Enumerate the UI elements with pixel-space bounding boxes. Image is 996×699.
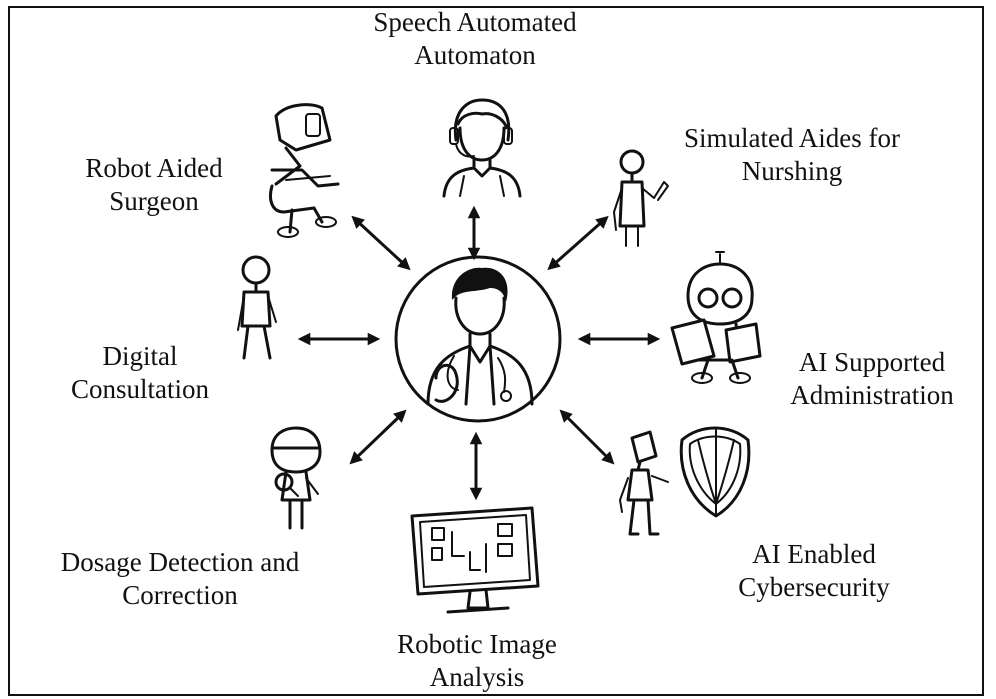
- node-label-surgeon: Robot Aided Surgeon: [44, 152, 264, 218]
- label-line: Consultation: [70, 374, 209, 404]
- label-line: Robot Aided: [85, 153, 223, 183]
- label-line: Dosage Detection and: [60, 547, 300, 577]
- nurse-figure-icon: [613, 149, 669, 247]
- node-label-speech: Speech Automated Automaton: [300, 6, 650, 72]
- label-line: Automaton: [414, 40, 536, 70]
- node-label-admin: AI Supported Administration: [764, 346, 980, 412]
- label-line: Nurshing: [741, 156, 843, 186]
- arrow-cyber: [559, 409, 615, 465]
- arrow-nursing: [547, 215, 609, 271]
- arrow-dosage: [349, 409, 407, 465]
- label-line: AI Supported: [798, 347, 946, 377]
- robot-with-papers-icon: [670, 251, 762, 384]
- connector-arrows: [297, 205, 661, 501]
- label-line: Analysis: [429, 662, 525, 692]
- node-label-cyber: AI Enabled Cybersecurity: [704, 538, 924, 604]
- label-line: Robotic Image: [397, 629, 557, 659]
- node-label-consult: Digital Consultation: [40, 340, 240, 406]
- node-label-dosage: Dosage Detection and Correction: [20, 546, 340, 612]
- standing-person-icon: [237, 255, 277, 360]
- node-label-image: Robotic Image Analysis: [352, 628, 602, 694]
- surgical-robot-icon: [269, 103, 340, 238]
- label-line: Correction: [122, 580, 238, 610]
- arrow-surgeon: [351, 215, 411, 271]
- label-line: Surgeon: [109, 186, 199, 216]
- robot-shield-icon: [619, 426, 751, 536]
- label-line: AI Enabled: [752, 539, 876, 569]
- robot-magnifier-icon: [270, 426, 322, 530]
- center-node: [394, 255, 562, 423]
- label-line: Cybersecurity: [738, 572, 890, 602]
- label-line: Digital: [102, 341, 178, 371]
- label-line: Speech Automated: [373, 7, 577, 37]
- diagram-frame: [8, 6, 984, 696]
- monitor-icon: [410, 506, 540, 614]
- doctor-icon: [426, 267, 534, 406]
- label-line: Administration: [790, 380, 954, 410]
- label-line: Simulated Aides for: [684, 123, 900, 153]
- headset-agent-icon: [442, 98, 522, 198]
- node-label-nursing: Simulated Aides for Nurshing: [644, 122, 940, 188]
